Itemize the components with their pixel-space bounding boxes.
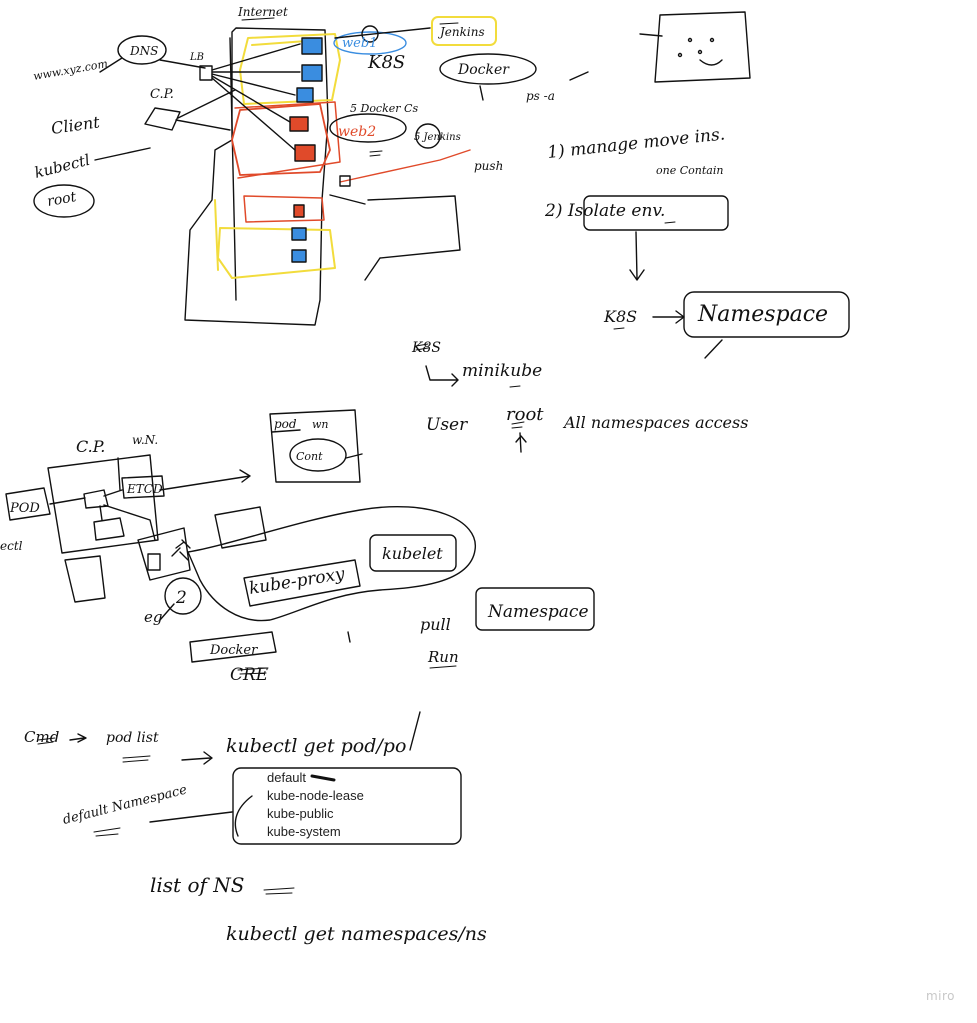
namespace-item-kube-public: kube-public [267,806,334,821]
kubectl-get-pod-label: kubectl get pod/po [226,735,406,757]
kubelet-box [369,534,457,572]
cmd-label: Cmd [24,728,59,746]
run-label: Run [427,648,459,666]
url-label: www.xyz.com [32,57,108,83]
docker-label-top: Docker [457,62,510,78]
ps-label: ps -a [526,89,555,103]
note-item2: 2) Isolate env. [544,201,665,221]
pod-list-label: pod list [106,730,159,746]
k8s-label-top: K8S [367,52,405,73]
container-label: Cont [296,450,323,463]
pod-wn-label: pod [274,417,297,431]
jenkins-box [431,16,497,46]
lower-yellow-group [217,227,336,279]
web1-group-yellow [239,33,341,105]
cp-label-mid: C.P. [76,437,105,456]
cre-label: CRE [230,665,269,685]
kubelet-label: kubelet [382,544,443,563]
pod-label-left: POD [9,501,40,516]
pull-label: pull [420,615,451,634]
minikube-label: minikube [462,361,542,381]
lb-label: LB [189,52,204,63]
jenkins-label: Jenkins [437,25,485,39]
pod-wn-box [269,409,361,483]
docker-ellipse [439,53,537,85]
kubectl-partial-label: ectl [0,539,23,553]
five-jenkins-label: 5 Jenkins [414,132,461,143]
web2-group-red [231,103,331,176]
note-item1-sub: one Contain [656,164,723,177]
namespace-label-top: Namespace [697,302,828,327]
kubectl-get-ns-label: kubectl get namespaces/ns [226,923,487,945]
all-ns-label: All namespaces access [562,413,748,432]
miro-watermark: miro [925,989,955,1003]
top-right-box [654,11,751,83]
namespace-item-default: default [267,770,307,785]
root-ellipse [33,184,95,218]
client-label: Client [50,112,101,138]
server-rack-outline [184,27,329,326]
docker-cs-label: 5 Docker Cs [350,102,418,115]
pod-box [5,487,51,521]
web2-label: web2 [338,124,376,140]
minikube-k8s-label: K8S [411,340,441,356]
web1-label: web1 [342,36,377,51]
docker-box-mid [189,631,277,663]
namespace-label-mid: Namespace [487,602,589,622]
root-label-top: root [46,189,78,210]
etcd-box [121,475,165,499]
namespace-item-kube-node-lease: kube-node-lease [267,788,364,803]
default-namespace-label: default Namespace [61,782,188,827]
worker-node-box [137,527,191,581]
node-blob [187,506,476,622]
namespace-box-top [683,291,850,338]
namespace-list-box [232,767,462,845]
kubectl-label-top: kubectl [33,151,92,182]
note-item1: 1) manage move ins. [546,124,726,163]
isolate-env-box [583,195,729,231]
docker-label-mid: Docker [209,643,258,658]
dns-ellipse [117,35,167,65]
namespace-item-kube-system: kube-system [267,824,341,839]
dns-label: DNS [129,44,158,58]
user-label: User [426,415,468,435]
cp-label-top: C.P. [150,87,174,102]
k8s-label-right: K8S [603,307,637,326]
cp-box [144,107,181,131]
namespace-list: default kube-node-lease kube-public kube… [267,769,364,841]
list-of-ns-label: list of NS [150,873,244,897]
push-label: push [474,159,503,173]
two-label: 2 [175,588,187,608]
etcd-label: ETCD [126,482,163,496]
wn-label-mid: w.N. [132,433,158,447]
namespace-box-mid [475,587,595,631]
eg-label: eg [144,608,162,626]
internet-label: Internet [237,5,288,19]
root-label-right: root [506,404,544,425]
cp-frame [47,454,159,554]
kube-proxy-box [243,559,361,607]
pod-wn-suffix: wn [312,418,329,431]
